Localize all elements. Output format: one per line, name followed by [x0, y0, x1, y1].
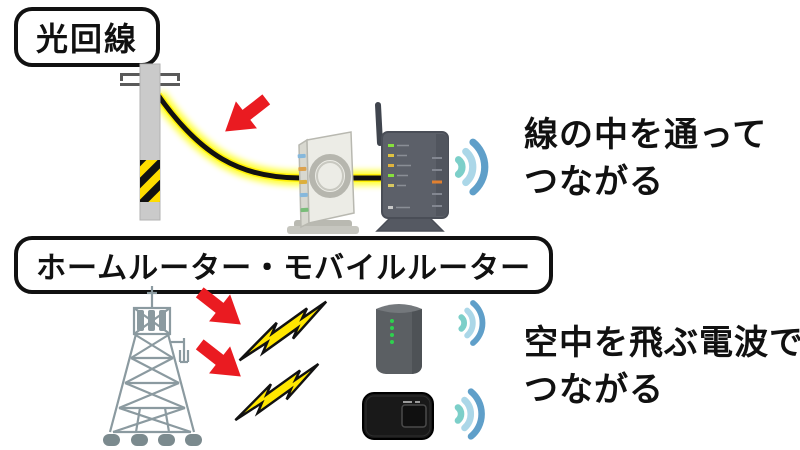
wifi-signal-icon: [452, 136, 494, 198]
wifi-signal-icon: [454, 298, 492, 348]
red-arrow-icon: [187, 329, 254, 394]
section-label-router: ホームルーター・モバイルルーター: [14, 236, 554, 294]
router-caption-line1: 空中を飛ぶ電波で: [524, 324, 800, 362]
fiber-caption: 線の中を通って つながる: [524, 112, 767, 206]
home-router-icon: [372, 296, 426, 378]
section-label-fiber: 光回線: [14, 7, 161, 67]
wifi-router-icon: [364, 100, 456, 234]
red-arrow-icon: [211, 84, 278, 149]
router-caption-line2: つながる: [524, 370, 664, 409]
utility-pole-icon: [118, 60, 182, 224]
red-arrow-icon: [187, 277, 254, 342]
wifi-signal-icon: [450, 386, 492, 442]
cell-tower-icon: [90, 284, 214, 450]
fiber-cable-illustration: [130, 80, 400, 200]
lightning-bolt-icon: [227, 362, 326, 423]
lightning-bolt-icon: [233, 300, 333, 363]
router-caption: 空中を飛ぶ電波で つながる: [524, 320, 800, 414]
fiber-caption-line1: 線の中を通って: [524, 116, 768, 154]
fiber-caption-line2: つながる: [524, 162, 664, 201]
onu-modem-icon: [280, 126, 370, 238]
mobile-router-icon: [362, 392, 434, 440]
